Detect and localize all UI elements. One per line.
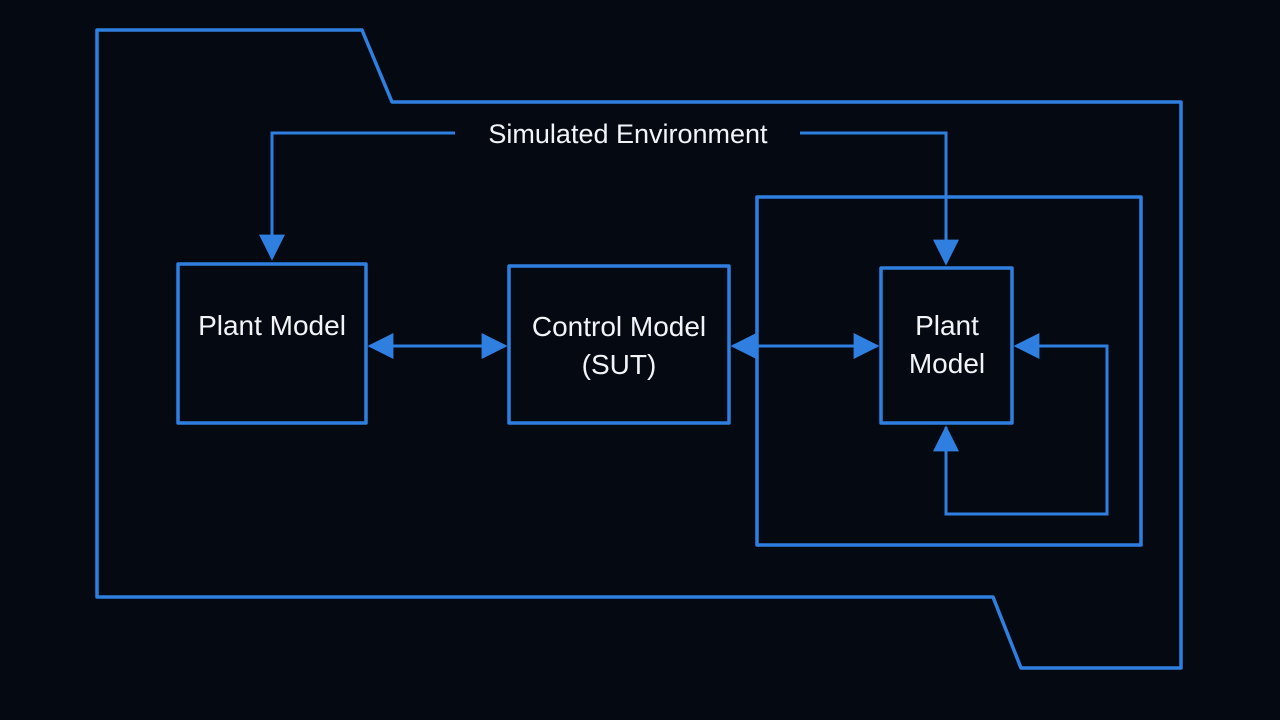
control-model-label-line1: Control Model	[532, 311, 706, 342]
hil-container	[755, 195, 1143, 547]
env-to-right-plant-line	[800, 131, 959, 266]
environment-label: Simulated Environment	[488, 119, 768, 149]
control-model-box	[507, 264, 731, 425]
plant-model-left-label: Plant Model	[198, 310, 346, 341]
environment-boundary	[95, 28, 1183, 670]
control-model-label-line2: (SUT)	[582, 349, 657, 380]
plant-model-right-label-line1: Plant	[915, 310, 979, 341]
feedback-loop	[944, 333, 1109, 516]
plant-model-right-label-line2: Model	[909, 348, 985, 379]
plant-model-right-box	[879, 266, 1014, 425]
plant-model-left-box	[176, 262, 368, 425]
env-to-left-plant-line	[259, 131, 455, 261]
